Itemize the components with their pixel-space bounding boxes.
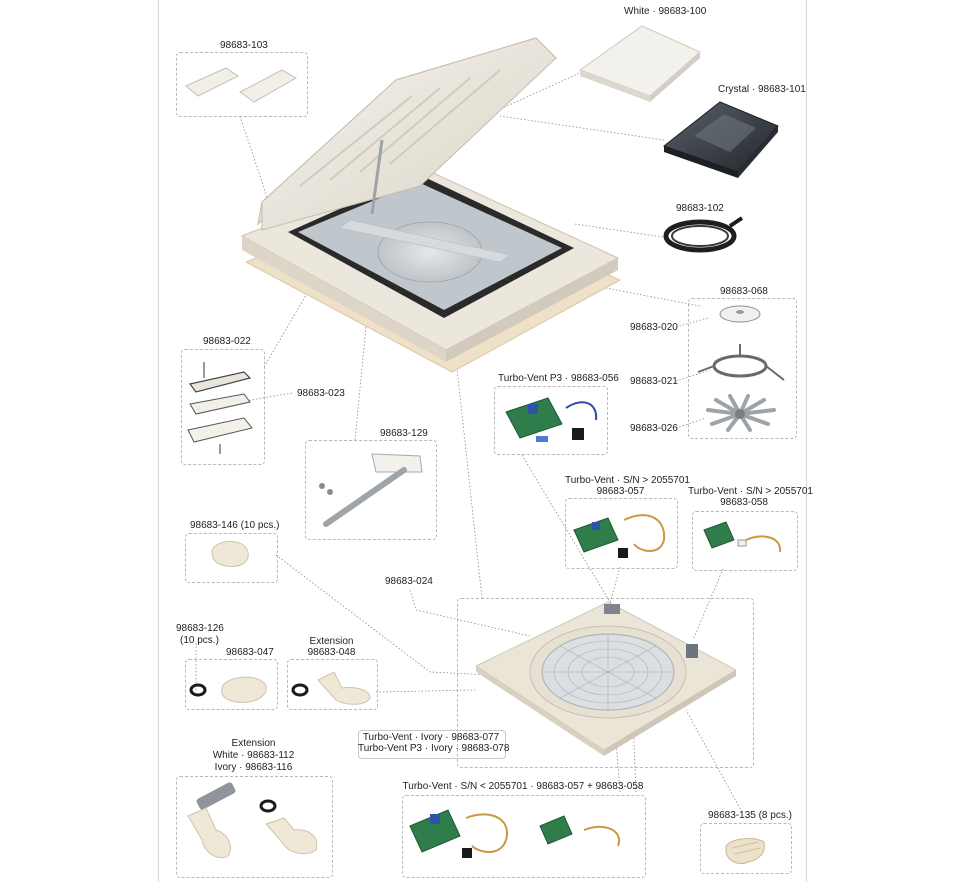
knob-98683-146 <box>211 541 249 567</box>
label-extension-line2: White · 98683-112 <box>212 750 295 761</box>
label-extension-line1: Extension <box>231 738 276 749</box>
label-white-cover: White · 98683-100 <box>624 6 707 17</box>
right-frame-line <box>806 0 807 882</box>
part-box-98683-135 <box>700 823 792 874</box>
hinge-kit-98683-022 <box>187 362 253 454</box>
label-turbo-vent-057-line1: Turbo-Vent · S/N > 2055701 <box>565 475 690 486</box>
part-box-98683-048 <box>287 659 378 710</box>
label-extension-line3: Ivory · 98683-116 <box>214 762 293 773</box>
white-cover-98683-100 <box>578 25 701 102</box>
label-98683-022: 98683-022 <box>203 336 251 347</box>
label-98683-126-line2: (10 pcs.) <box>180 635 219 646</box>
part-box-98683-146 <box>185 533 278 583</box>
pcb-kit-lt-2055701 <box>409 809 621 858</box>
part-box-98683-068 <box>688 298 797 439</box>
label-crystal-cover: Crystal · 98683-101 <box>718 84 806 95</box>
label-98683-126-line1: 98683-126 <box>176 623 224 634</box>
extension-knob-048 <box>291 671 371 705</box>
pcb-turbo-vent-p3-056 <box>505 397 598 442</box>
screw-anchor-98683-135 <box>725 838 765 865</box>
label-98683-135: 98683-135 (8 pcs.) <box>708 810 792 821</box>
label-turbo-vent-058-line1: Turbo-Vent · S/N > 2055701 <box>688 486 813 497</box>
part-box-extension-112-116 <box>176 776 333 878</box>
label-turbo-vent-p3-056: Turbo-Vent P3 · 98683-056 <box>498 373 619 384</box>
oring-and-knob-047 <box>189 676 267 703</box>
label-turbo-vent-058-line2: 98683-058 <box>720 497 768 508</box>
crystal-cover-98683-101 <box>662 101 779 178</box>
label-98683-146: 98683-146 (10 pcs.) <box>190 520 280 531</box>
label-98683-023: 98683-023 <box>297 388 345 399</box>
part-box-98683-129 <box>305 440 437 540</box>
part-box-98683-058 <box>692 511 798 571</box>
part-box-98683-057 <box>565 498 678 569</box>
roof-vent-main-assembly <box>240 37 622 373</box>
ceiling-garnish-98683-024 <box>474 601 738 756</box>
label-98683-026: 98683-026 <box>630 423 678 434</box>
part-box-98683-103 <box>176 52 308 117</box>
label-98683-020: 98683-020 <box>630 322 678 333</box>
part-box-98683-022 <box>181 349 265 465</box>
label-98683-021: 98683-021 <box>630 376 678 387</box>
extension-kit-112-116 <box>187 782 318 859</box>
label-extension-048-line1: Extension <box>309 636 354 647</box>
label-98683-047: 98683-047 <box>226 647 274 658</box>
label-98683-102: 98683-102 <box>676 203 724 214</box>
motor-kit-98683-068 <box>697 305 785 432</box>
label-98683-068: 98683-068 <box>720 286 768 297</box>
label-98683-103: 98683-103 <box>220 40 268 51</box>
gasket-roll-98683-102 <box>663 216 744 253</box>
part-box-98683-047 <box>185 659 278 710</box>
part-box-lt-2055701-kit <box>402 795 646 878</box>
pcb-98683-058 <box>703 521 782 553</box>
hinge-caps-98683-103 <box>185 67 298 103</box>
label-ivory-078: Turbo-Vent P3 · Ivory · 98683-078 <box>358 743 510 754</box>
lift-arm-98683-129 <box>319 453 423 527</box>
part-box-turbo-vent-p3-056 <box>494 386 608 455</box>
label-extension-048-line2: 98683-048 <box>307 647 356 658</box>
label-98683-129: 98683-129 <box>380 428 428 439</box>
label-ivory-077: Turbo-Vent · Ivory · 98683-077 <box>362 732 500 743</box>
label-lt-2055701-kit: Turbo-Vent · S/N < 2055701 · 98683-057 +… <box>402 781 644 792</box>
pcb-98683-057 <box>573 514 666 558</box>
part-box-98683-024 <box>457 598 754 768</box>
left-frame-line <box>158 0 159 882</box>
ivory-variant-label-box <box>358 730 506 759</box>
label-turbo-vent-057-line2: 98683-057 <box>596 486 645 497</box>
label-98683-024: 98683-024 <box>385 576 433 587</box>
